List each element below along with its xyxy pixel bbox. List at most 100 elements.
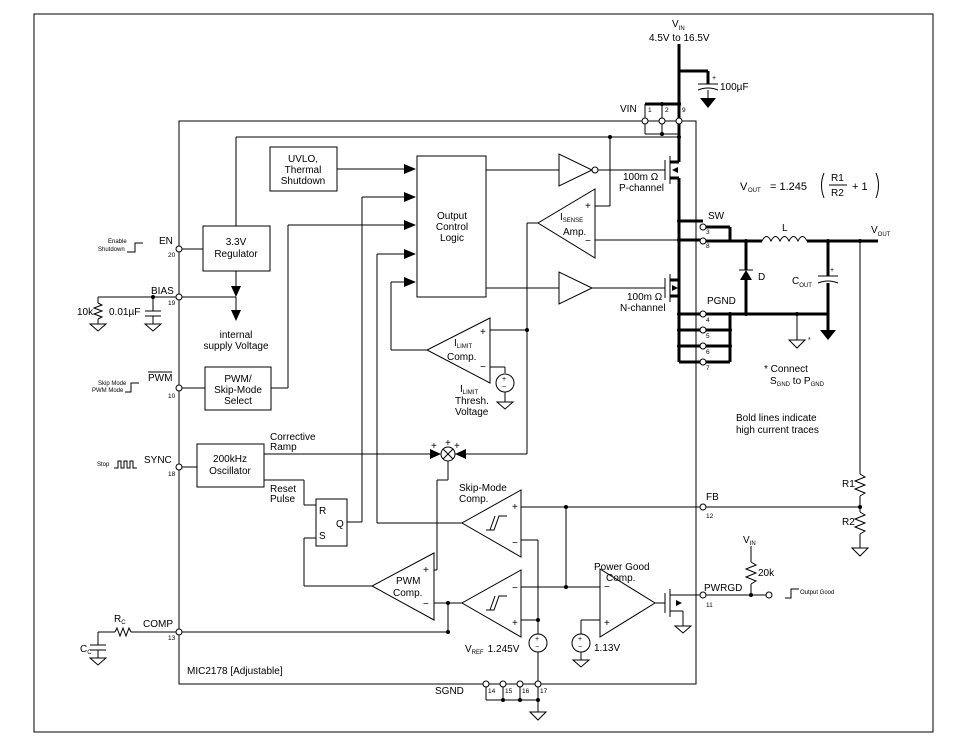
svg-text:3.3V: 3.3V (226, 237, 247, 248)
svg-text:6: 6 (706, 349, 710, 356)
svg-text:ILIMIT: ILIMIT (460, 384, 478, 396)
regulator-block: 3.3V Regulator EN 20 Enable Shutdown int… (98, 225, 271, 352)
pin-vin: VIN (620, 104, 637, 115)
svg-text:P-channel: P-channel (619, 183, 664, 194)
svg-text:+: + (502, 376, 506, 383)
svg-text:18: 18 (168, 471, 176, 478)
fb-pin: FB 12 (699, 492, 719, 520)
svg-text:14: 14 (488, 688, 496, 695)
svg-text:9: 9 (682, 107, 686, 114)
svg-text:+: + (578, 636, 582, 643)
svg-text:PWM Mode: PWM Mode (92, 388, 124, 394)
c001-label: 0.01µF (109, 307, 140, 318)
pin-sw: SW (708, 211, 725, 222)
svg-text:Pulse: Pulse (270, 494, 295, 505)
svg-text:PWM/: PWM/ (224, 374, 251, 385)
vin-cap-label: 100µF (720, 82, 749, 93)
svg-text:−: − (423, 599, 429, 610)
svg-text:Output: Output (437, 211, 467, 222)
svg-text:Power Good: Power Good (594, 562, 650, 573)
pg-vin-label: VIN (743, 535, 756, 547)
svg-text:+ 1: + 1 (852, 181, 868, 193)
svg-text:−: − (512, 583, 518, 594)
svg-text:Voltage: Voltage (455, 407, 489, 418)
svg-text:Select: Select (224, 396, 252, 407)
svg-text:high current traces: high current traces (736, 425, 819, 436)
svg-text:100m Ω: 100m Ω (623, 172, 659, 183)
svg-text:+: + (712, 75, 716, 82)
svg-text:Ramp: Ramp (270, 442, 297, 453)
svg-text:+: + (535, 636, 539, 643)
svg-text:Shutdown: Shutdown (98, 247, 125, 253)
summing-junction: + + + (431, 438, 527, 570)
svg-text:+: + (830, 267, 834, 274)
sw-node: SW 3 8 (677, 211, 732, 250)
n-channel-driver: 100m Ω N-channel (558, 271, 679, 314)
svg-text:+: + (445, 438, 451, 449)
svg-text:R: R (319, 506, 326, 517)
svg-text:19: 19 (168, 300, 176, 307)
vout-formula: V OUT = 1.245 R1 R2 + 1 (740, 172, 879, 199)
svg-text:Stop: Stop (97, 462, 110, 468)
svg-text:−: − (578, 644, 582, 651)
svg-text:internal: internal (220, 330, 253, 341)
svg-text:20: 20 (168, 252, 176, 259)
svg-text:* Connect: * Connect (764, 364, 808, 375)
skip-mode-comp: + − Skip-Mode Comp. (376, 254, 703, 634)
r20k-label: 20k (758, 568, 775, 579)
svg-text:−: − (480, 362, 486, 373)
svg-text:UVLO,: UVLO, (288, 154, 318, 165)
svg-text:+: + (512, 502, 518, 513)
svg-text:ILIMIT: ILIMIT (454, 338, 472, 350)
svg-text:N-channel: N-channel (620, 303, 666, 314)
output-control-logic: Output Control Logic (288, 155, 559, 298)
vout-label: VOUT (871, 225, 891, 238)
rc-label: RC (114, 614, 126, 626)
svg-text:+: + (454, 441, 460, 452)
p-channel-driver: 100m Ω P-channel (558, 153, 681, 330)
svg-text:SGND to PGND: SGND to PGND (770, 376, 825, 388)
notes: * Connect SGND to PGND Bold lines indica… (736, 364, 825, 436)
svg-text:*: * (808, 337, 811, 344)
svg-text:−: − (535, 644, 539, 651)
oscillator-block: 200kHz Oscillator SYNC 18 Stop Correctiv… (97, 432, 441, 506)
svg-text:R2: R2 (831, 188, 844, 199)
svg-text:Thresh.: Thresh. (455, 396, 489, 407)
svg-text:5: 5 (706, 333, 710, 340)
svg-text:V: V (740, 181, 748, 193)
r1-label: R1 (842, 479, 855, 490)
r10k-label: 10k (77, 307, 94, 318)
svg-text:Reset: Reset (270, 484, 296, 495)
svg-text:4: 4 (706, 317, 710, 324)
pg-ref-label: 1.13V (594, 643, 620, 654)
svg-text:+: + (512, 618, 518, 629)
svg-text:R1: R1 (831, 173, 844, 184)
pin-comp: COMP (143, 619, 173, 630)
svg-text:Oscillator: Oscillator (209, 466, 251, 477)
svg-text:Bold lines indicate: Bold lines indicate (736, 413, 817, 424)
comp-pin: COMP 13 RC CC (80, 614, 450, 666)
bias-pin: BIAS 19 10k 0.01µF (77, 286, 183, 332)
pin-pwm: PWM (148, 373, 172, 384)
power-good-comp: Power Good Comp. − + + − 1.13V PWRGD 11 … (571, 535, 834, 668)
pwm-comp: PWM Comp. + − (370, 552, 462, 632)
svg-text:13: 13 (168, 635, 176, 642)
svg-text:Enable: Enable (108, 239, 127, 245)
svg-text:8: 8 (706, 243, 710, 250)
pin-sync: SYNC (144, 455, 172, 466)
svg-text:Regulator: Regulator (214, 249, 258, 260)
svg-text:ISENSE: ISENSE (560, 212, 583, 224)
svg-text:= 1.245: = 1.245 (770, 181, 807, 193)
ic-boundary (178, 120, 697, 685)
svg-text:supply Voltage: supply Voltage (203, 341, 268, 352)
svg-text:−: − (585, 236, 591, 247)
r2-label: R2 (842, 517, 855, 528)
svg-text:10: 10 (168, 393, 176, 400)
svg-text:11: 11 (706, 602, 713, 609)
svg-text:+: + (604, 618, 610, 629)
svg-text:Control: Control (436, 222, 468, 233)
pin-bias: BIAS (151, 286, 174, 297)
svg-text:−: − (502, 384, 506, 391)
